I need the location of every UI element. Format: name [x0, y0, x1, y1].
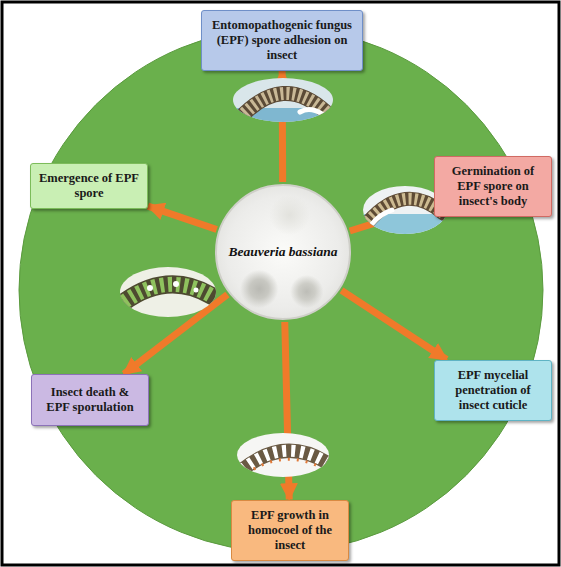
larva-photo-left: [120, 267, 216, 317]
organism-name: Beauveria bassiana: [228, 244, 337, 260]
photo-ground: [120, 267, 216, 317]
spore-dot: [147, 285, 153, 291]
stage-box: EPF growth in homocoel of the insect: [231, 500, 349, 561]
photo-ground: [237, 433, 329, 477]
green-disc: [19, 28, 543, 552]
stage-box: Germination of EPF spore on insect's bod…: [434, 156, 552, 217]
spore-patch: [372, 210, 392, 224]
stage-box: Insect death & EPF sporulation: [31, 374, 149, 426]
organism-circle: Beauveria bassiana: [215, 184, 351, 320]
larva-photo-top: [233, 78, 333, 128]
stage-box: Entomopathogenic fungus (EPF) spore adhe…: [201, 10, 363, 71]
stage-box: Emergence of EPF spore: [30, 163, 148, 209]
stage-box: EPF mycelial penetration of insect cutic…: [434, 360, 552, 421]
stage-label: Germination of EPF spore on insect's bod…: [442, 164, 544, 209]
stage-label: EPF growth in homocoel of the insect: [239, 508, 341, 553]
stage-arrow: [341, 290, 446, 359]
spore-patch: [300, 109, 322, 114]
stage-label: Insect death & EPF sporulation: [39, 385, 141, 415]
green-spores: [124, 284, 212, 302]
stage-label: Emergence of EPF spore: [38, 171, 140, 201]
larva-photo-bottom: [237, 433, 329, 477]
spore-dot: [194, 288, 199, 293]
larva-legs: [246, 459, 322, 474]
stage-label: Entomopathogenic fungus (EPF) spore adhe…: [209, 18, 355, 63]
larva-body: [240, 93, 326, 118]
spore-dot: [173, 281, 179, 287]
stage-label: EPF mycelial penetration of insect cutic…: [442, 368, 544, 413]
stage-arrow: [148, 206, 217, 229]
larva-segments: [240, 93, 326, 118]
larva-body: [124, 284, 212, 302]
